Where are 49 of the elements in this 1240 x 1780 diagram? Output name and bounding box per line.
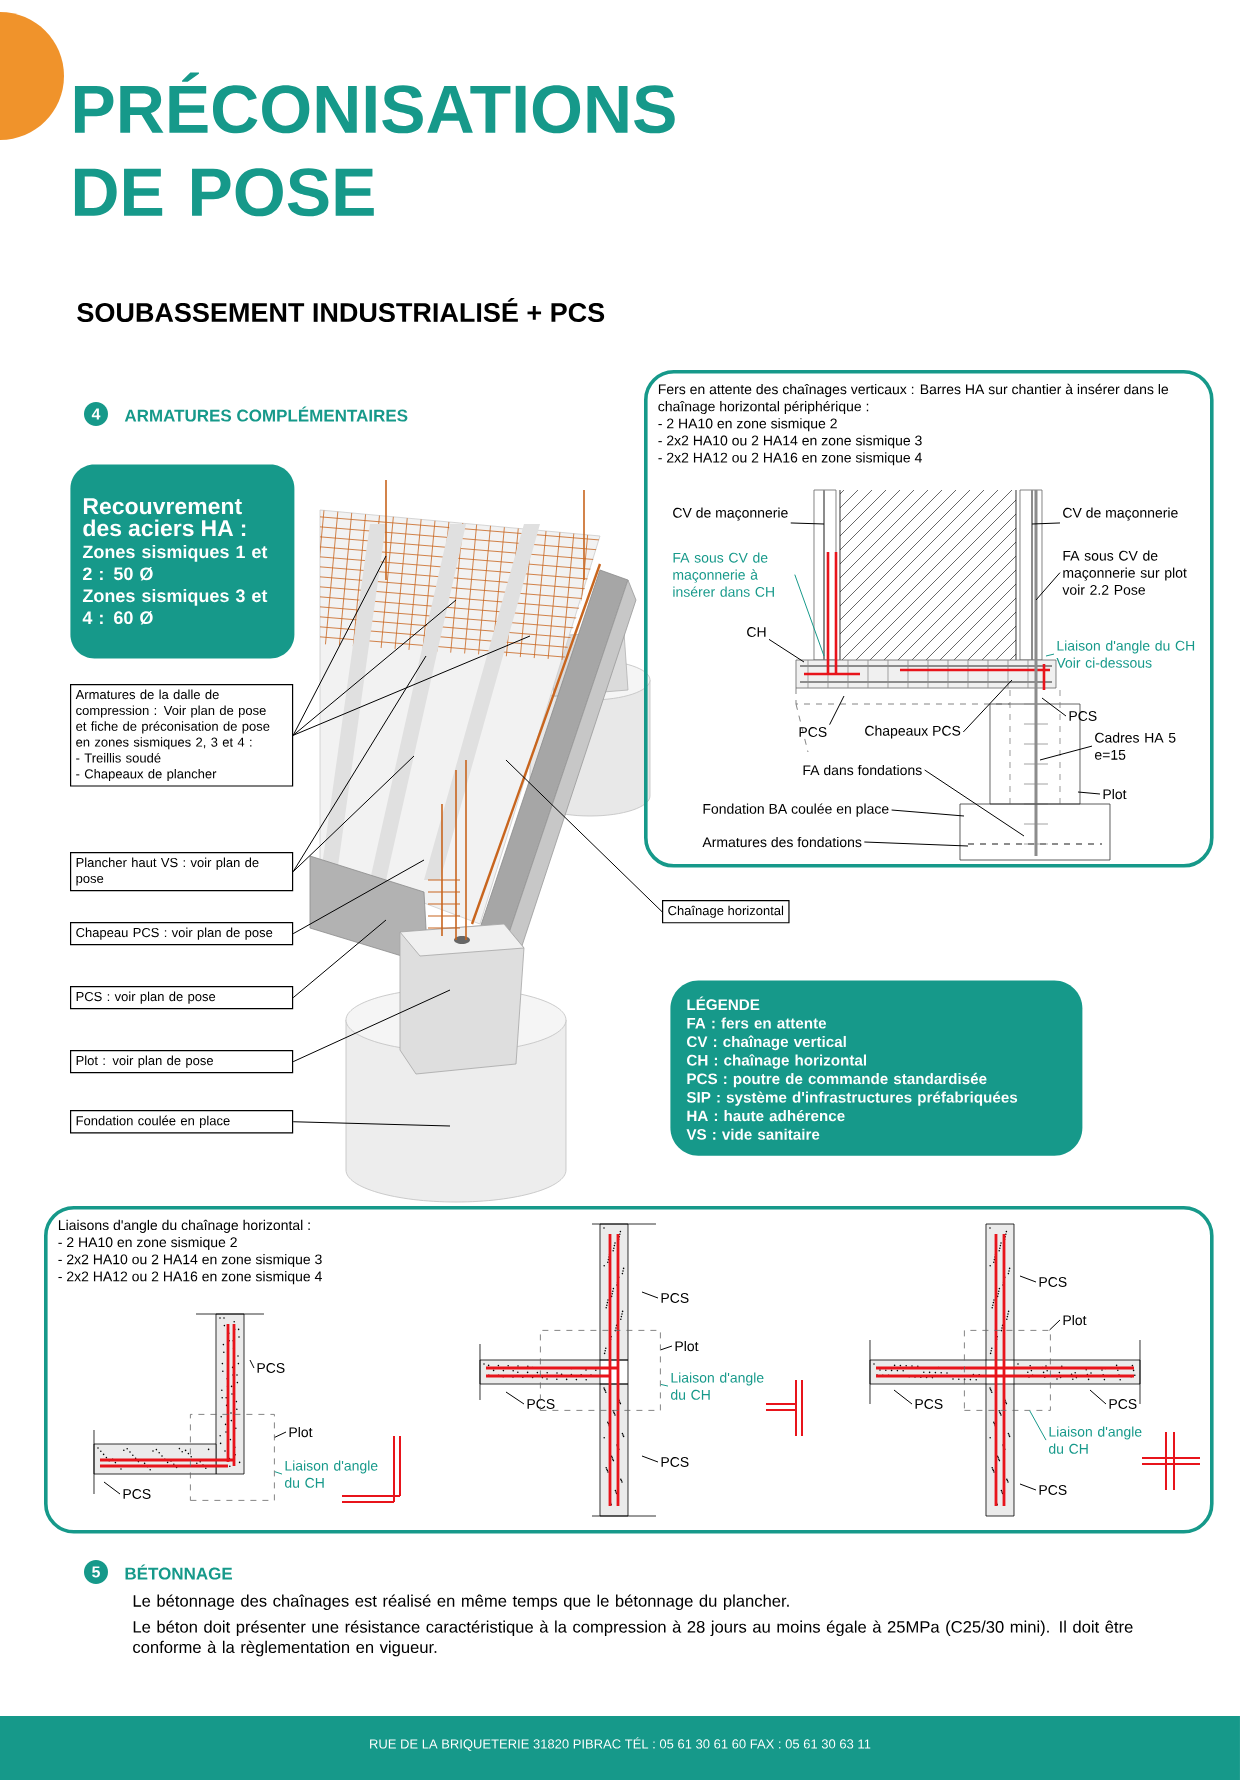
paragraph: Le bétonnage des chaînages est réalisé en même temps que le bétonnage du plancher. [133,1594,789,1611]
leader-line [660,1345,673,1351]
leader-line [292,599,457,736]
leader-line [863,841,969,847]
leader-line [641,1455,659,1463]
subtitle: SOUBASSEMENT INDUSTRIALISÉ + PCS [77,297,605,323]
leader-line [794,574,825,657]
leader-line [893,1389,913,1405]
leader-line [274,1471,283,1475]
leader-line [292,919,387,999]
leader-line [249,1359,255,1369]
leader-line [103,1481,121,1495]
leader-line [292,655,427,873]
leader-line [924,769,1025,837]
leader-line [292,989,451,1063]
section-heading: ARMATURES COMPLÉMENTAIRES [124,406,408,422]
leader-line [1039,745,1093,761]
leader-line [1019,1275,1037,1283]
section-heading: BÉTONNAGE [125,1564,233,1580]
leader-line [1035,572,1061,601]
leader-line [962,679,1013,733]
plot-outline [964,1330,1051,1411]
leader-line [790,522,825,525]
leader-line [1029,1410,1047,1441]
leader-line [1031,522,1061,525]
paragraph: Le béton doit présenter une résistance caractéristique à la compression à 28 jours au moins égale à 25MPa (C25/30 mini). Il doit être conforme à la règlementation en vigueur. [133,1620,1133,1657]
leader-line [768,638,805,663]
leader-line [641,1291,659,1299]
leader-line [829,695,845,726]
page-title: PRÉCONISATIONS DE POSE [74,72,675,217]
leader-line [292,755,415,873]
leader-line [292,555,387,736]
leader-line [1077,791,1101,795]
plot-outline [190,1414,275,1501]
leader-line [274,1431,287,1438]
leader-line [1089,1389,1107,1405]
leader-line [292,1121,451,1127]
info-box: Recouvrement des aciers HA : Zones sismiques 1 et 2 : 50 Ø Zones sismiques 3 et 4 : 60 Ø [70,464,295,659]
leader-line [1019,1483,1037,1491]
leader-line [292,635,531,736]
leader-line [1041,697,1067,717]
leader-line [1045,653,1055,657]
leader-line [505,1391,525,1405]
leader-line [891,809,965,817]
leader-line [1049,1319,1061,1331]
step-number: 5 [84,1560,108,1584]
leader-line [660,1383,669,1387]
leader-line [505,759,663,913]
step-number: 4 [84,402,108,426]
